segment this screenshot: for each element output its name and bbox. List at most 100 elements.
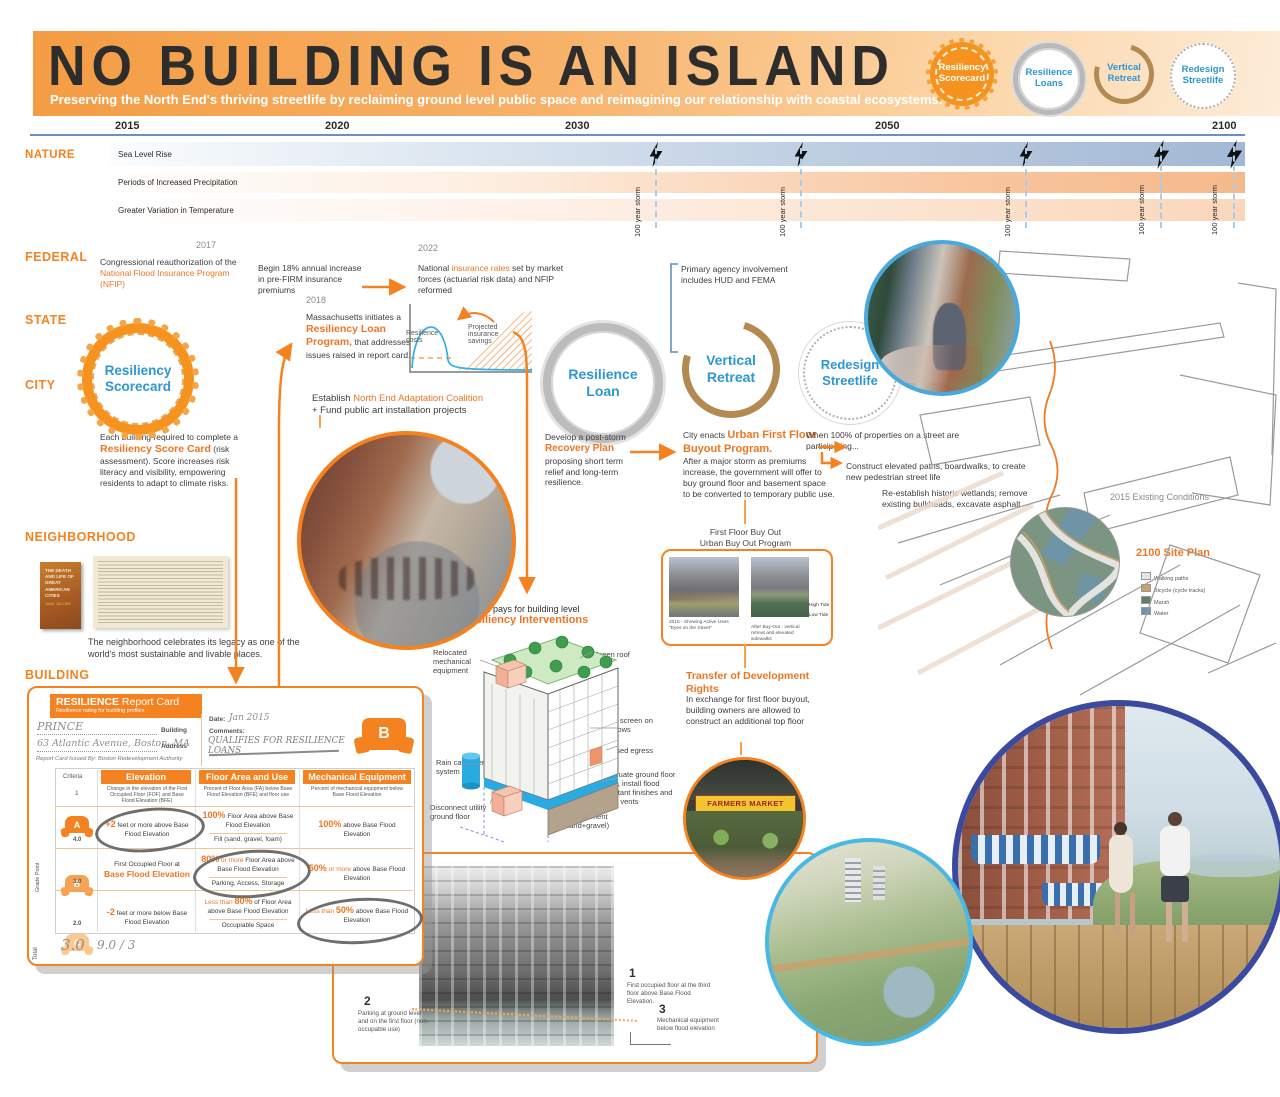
walking-paths-swatch: [1141, 572, 1151, 580]
cell-b-floor: 80% or more Floor Area above Base Flood …: [201, 854, 295, 888]
buyout-after-photo: [751, 557, 809, 617]
buyout-after-caption: After Buy-Out - vertical retreat and ele…: [751, 625, 800, 642]
tdr-body: In exchange for first floor buyout, buil…: [686, 694, 810, 726]
north-end-street-photo: [297, 431, 516, 650]
market-stalls: [686, 811, 803, 877]
issued-by-text: Report Card Issued By: Boston Redevelopm…: [36, 756, 183, 762]
total-value: 3.0: [61, 936, 85, 954]
scorecard-requirement-text: Each building required to complete a Res…: [100, 432, 238, 489]
resiliency-loan-program-text: Massachusetts initiates a Resiliency Loa…: [306, 312, 411, 360]
raised-egress-label: Raised egress: [605, 746, 653, 755]
marsh-aerial-photo: [765, 838, 973, 1046]
badge-resiliency-scorecard: Resiliency Scorecard: [926, 38, 998, 110]
marsh-boardwalk-path: [769, 935, 969, 976]
street-cyclist-photo: [864, 240, 1020, 396]
section-city: CITY: [25, 378, 56, 392]
comments-label: Comments:: [209, 728, 245, 735]
clipping-text-lines: [98, 561, 223, 623]
disconnect-utility-label: Disconnect utility ground floor: [430, 803, 487, 821]
bike-path: [879, 344, 984, 384]
water-glint: [1183, 854, 1280, 877]
grade-a-point: 4.0: [73, 837, 82, 843]
callout-3-text: Mechanical equipment below flood elevati…: [657, 1017, 719, 1033]
comments-value: QUALIFIES FOR RESILIENCE LOANS: [208, 736, 345, 756]
legend-item: Marsh: [1141, 595, 1205, 608]
storm-marker: 100 year storm: [1210, 140, 1244, 235]
year-2030: 2030: [565, 120, 590, 132]
agency-bracket: [670, 263, 678, 353]
temperature-label: Greater Variation in Temperature: [118, 206, 234, 215]
col-mechanical: Mechanical Equipment: [303, 770, 411, 784]
buyout-before-photo: [669, 557, 739, 617]
total-calc: 9.0 / 3: [97, 938, 136, 952]
address-value: 63 Atlantic Avenue, Boston, MA: [37, 738, 190, 749]
section-federal: FEDERAL: [25, 250, 88, 264]
cell-c-mech: Less than 50% above Base Flood Elevation: [305, 905, 409, 924]
grade-a-badge: A: [65, 816, 89, 833]
jane-jacobs-book-cover: THE DEATH AND LIFE OF GREAT AMERICAN CIT…: [40, 562, 81, 629]
pedestrian-man: [1158, 812, 1196, 944]
cell-a-floor: 100% Floor Area above Base Flood Elevati…: [202, 810, 294, 844]
cell-a-mech: 100% above Base Flood Elevation: [318, 819, 396, 838]
cell-b-elevation: First Occupied Floor at Base Flood Eleva…: [104, 861, 190, 880]
temperature-bar: [110, 199, 1245, 221]
building-section-photo: [419, 866, 614, 1046]
grade-b-badge: B: [65, 875, 89, 892]
low-tide-label: Low Tide: [809, 613, 829, 618]
badge-resilience-loans: Resilience Loans: [1013, 43, 1085, 115]
building-field-label: Building: [161, 727, 187, 734]
page-subtitle: Preserving the North End's thriving stre…: [50, 92, 943, 107]
marsh-swatch: [1141, 595, 1151, 604]
evacuate-ground-label: Evacuate ground floor uses, install floo…: [602, 770, 676, 806]
year-2050: 2050: [875, 120, 900, 132]
event-year-2017: 2017: [196, 240, 217, 250]
marsh-tower-building: [845, 858, 861, 902]
precipitation-label: Periods of Increased Precipitation: [118, 178, 238, 187]
resilience-report-card: RESILIENCE Report Card Resilience rating…: [27, 686, 425, 966]
existing-conditions-label: 2015 Existing Conditions: [1110, 492, 1210, 502]
desc-mech: Percent of mechanical equipment below Ba…: [311, 786, 403, 798]
street-crowd-figures: [338, 557, 474, 600]
callout-2-number: 2: [364, 994, 371, 1008]
construct-paths-text: Construct elevated paths, boardwalks, to…: [846, 461, 1026, 482]
page-title: NO BUILDING IS AN ISLAND: [48, 35, 895, 98]
resiliency-scorecard-seal: Resiliency Scorecard: [77, 318, 199, 440]
badge-redesign-streetlife: Redesign Streetlife: [1170, 43, 1236, 109]
market-awning: [686, 760, 803, 800]
agency-involvement-text: Primary agency involvement includes HUD …: [681, 264, 788, 285]
marsh-tower-building: [873, 866, 885, 900]
report-card-table: Grade Point Criteria 1 Elevation Floor A…: [35, 768, 425, 951]
storm-marker: 100 year storm: [778, 142, 809, 237]
section-nature: NATURE: [25, 149, 76, 161]
event-year-2018: 2018: [306, 295, 327, 305]
grade-c-point: 2.0: [73, 921, 82, 927]
premium-increase-text: Begin 18% annual increase in pre-FIRM in…: [258, 263, 362, 295]
grade-b-point: 3.0: [73, 879, 82, 885]
building-interventions-axon: [459, 635, 619, 842]
grade-c-badge: C: [65, 934, 89, 951]
neighborhood-caption: The neighborhood celebrates its legacy a…: [88, 637, 300, 659]
callout-1-text: First occupied floor at the third floor …: [627, 982, 711, 1006]
boardwalk-deck: [958, 924, 1280, 1028]
grade-point-label: Grade Point: [35, 862, 41, 892]
insurance-rates-text: National insurance rates set by market f…: [418, 263, 564, 295]
tdr-title: Transfer of Development Rights: [686, 670, 810, 695]
high-tide-label: High Tide: [809, 603, 830, 608]
cell-c-elevation: -2 feet or more below Base Flood Elevati…: [106, 907, 188, 926]
green-roof-label: Green roof: [594, 650, 630, 659]
criteria-number: 1: [75, 790, 79, 797]
nfip-reauthorization-text: Congressional reauthorization of the Nat…: [100, 257, 237, 289]
section-state: STATE: [25, 313, 67, 327]
loan-pays-text: Loan pays for building level Resiliency …: [461, 604, 589, 626]
boardwalk-couple-photo: [952, 700, 1280, 1034]
storm-marker: 100 year storm: [1137, 140, 1171, 235]
newspaper-clipping: [93, 556, 228, 628]
total-label: Total: [33, 947, 39, 960]
date-value: Jan 2015: [229, 713, 270, 723]
report-card-header: RESILIENCE Report Card Resilience rating…: [50, 694, 202, 718]
year-2020: 2020: [325, 120, 350, 132]
criteria-label: Criteria: [63, 774, 83, 780]
storm-marker: 100 year storm: [633, 142, 664, 237]
striped-awning: [970, 834, 1100, 864]
